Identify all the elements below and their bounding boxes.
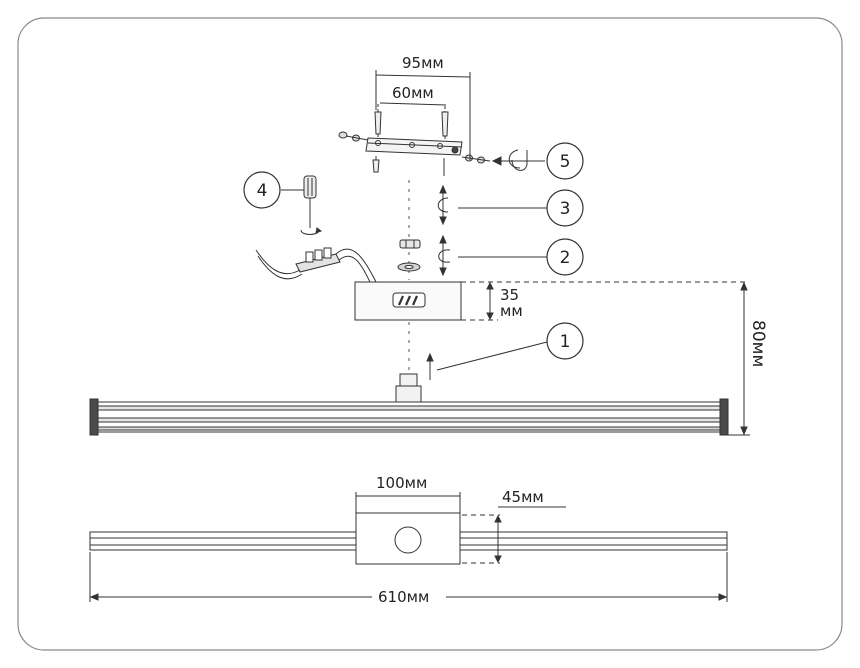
dimension-100mm-label: 100мм xyxy=(376,474,427,492)
svg-text:2: 2 xyxy=(560,248,571,268)
svg-text:1: 1 xyxy=(560,332,571,352)
dimension-610mm-label: 610мм xyxy=(378,588,429,606)
dimension-95mm xyxy=(375,70,471,160)
callout-1: 1 xyxy=(546,322,584,360)
bracket-screw-right xyxy=(441,106,449,176)
dimension-80mm-label: 80мм xyxy=(748,320,768,367)
dimension-610mm xyxy=(89,552,728,602)
mounting-bracket xyxy=(365,137,463,156)
nut xyxy=(399,239,421,249)
dimension-100mm xyxy=(355,492,461,513)
terminal-block xyxy=(255,247,377,287)
rotate-arrow-5 xyxy=(491,149,545,171)
fixture-top-view xyxy=(89,512,728,565)
dimension-80mm xyxy=(728,281,750,436)
washer xyxy=(397,262,421,272)
svg-text:4: 4 xyxy=(257,181,268,201)
bracket-screw-left xyxy=(372,104,382,173)
callout-4: 4 xyxy=(243,171,281,209)
side-screw-left xyxy=(338,131,369,142)
callout-3: 3 xyxy=(546,189,584,227)
nut-rotate-arrow-3 xyxy=(437,184,547,226)
dimension-60mm xyxy=(379,102,447,106)
junction-box xyxy=(354,281,462,321)
dimension-95mm-label: 95мм xyxy=(402,54,444,72)
side-screw-right xyxy=(461,154,491,164)
callout-2: 2 xyxy=(546,238,584,276)
svg-text:3: 3 xyxy=(560,199,571,219)
svg-text:5: 5 xyxy=(560,152,571,172)
callout-5: 5 xyxy=(546,142,584,180)
dimension-60mm-label: 60мм xyxy=(392,84,434,102)
dimension-45mm-label: 45мм xyxy=(502,488,544,506)
dimension-35mm-label-value: 35 xyxy=(500,286,519,304)
screwdriver xyxy=(300,175,323,235)
mount-up-arrow-1 xyxy=(426,341,548,380)
dimension-45mm xyxy=(462,506,566,564)
fixture-side-view xyxy=(89,373,729,436)
diagram-frame xyxy=(17,17,843,651)
dimension-35mm-label-unit: мм xyxy=(500,302,523,320)
dimension-35mm xyxy=(461,281,748,321)
nut-rotate-arrow-2 xyxy=(438,234,547,277)
